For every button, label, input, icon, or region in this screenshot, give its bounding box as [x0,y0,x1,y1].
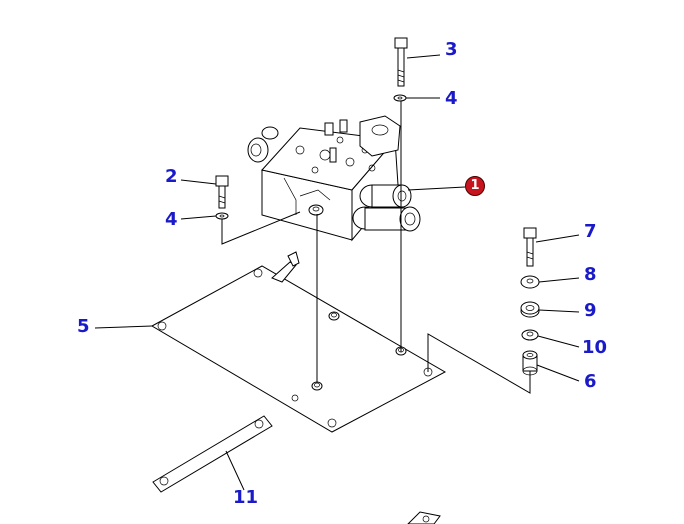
leader-lines [94,54,580,491]
callout-6[interactable]: 6 [584,371,597,392]
callout-8[interactable]: 8 [584,264,597,285]
nut-9 [520,301,540,318]
callout-9[interactable]: 9 [584,300,597,321]
bolt-2 [215,175,229,209]
callout-4-left[interactable]: 4 [165,209,178,230]
callout-4-top[interactable]: 4 [445,88,458,109]
plate-nut-1 [328,311,340,321]
bolt-3 [394,37,408,87]
callout-10[interactable]: 10 [582,337,608,358]
callout-11[interactable]: 11 [233,487,259,508]
washer-8 [520,275,540,289]
partial-part-bottom [407,511,441,524]
lock-washer-10 [521,329,539,341]
bolt-7 [523,227,537,267]
callout-3[interactable]: 3 [445,39,458,60]
callout-5[interactable]: 5 [77,316,90,337]
base-plate [150,251,447,433]
valve-fitting-upper [359,184,412,208]
callout-1-badge[interactable]: 1 [465,176,485,196]
strap-11 [152,415,273,493]
control-valve [247,115,421,242]
plate-nut-3 [311,381,323,391]
washer-4-left [215,212,229,220]
assembly-lines [221,101,531,394]
washer-4-top [393,94,407,102]
valve-fitting-lower [352,206,421,232]
callout-7[interactable]: 7 [584,221,597,242]
callout-2[interactable]: 2 [165,166,178,187]
spacer-6 [522,350,538,376]
